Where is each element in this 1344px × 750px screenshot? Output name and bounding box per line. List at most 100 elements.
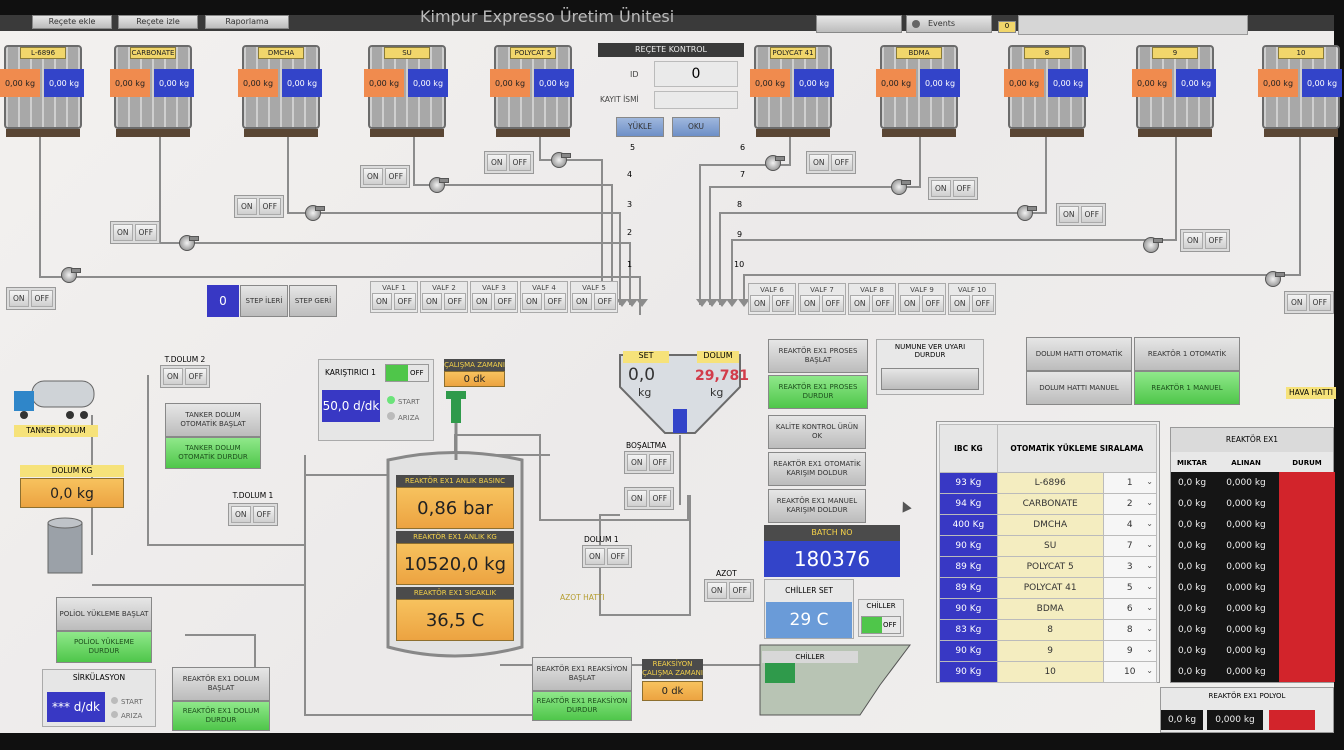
poliol-start-button[interactable]: POLİOL YÜKLEME BAŞLAT (56, 597, 152, 631)
off-button[interactable]: OFF (593, 293, 617, 310)
mixer-on[interactable] (386, 365, 408, 381)
tanker-start-button[interactable]: TANKER DOLUM OTOMATİK BAŞLAT (165, 403, 261, 437)
off-button[interactable]: OFF (648, 490, 672, 507)
order-select[interactable]: 9⌄ (1102, 640, 1158, 662)
pump-6-icon[interactable] (762, 155, 785, 171)
ex1-reaction-start-button[interactable]: REAKTÖR EX1 REAKSİYON BAŞLAT (532, 657, 632, 691)
reactor-auto-button[interactable]: REAKTÖR 1 OTOMATİK (1134, 337, 1240, 371)
order-select[interactable]: 1⌄ (1102, 472, 1158, 494)
off-button[interactable]: OFF (1204, 232, 1228, 249)
events-button[interactable]: Events (906, 15, 992, 33)
off-button[interactable]: OFF (1080, 206, 1104, 223)
on-button[interactable]: ON (899, 295, 920, 312)
pump-2-icon[interactable] (176, 235, 199, 251)
pump-8-icon[interactable] (1014, 205, 1037, 221)
on-button[interactable]: ON (1059, 206, 1079, 223)
proses-start-button[interactable]: REAKTÖR EX1 PROSES BAŞLAT (768, 339, 868, 373)
tanker-stop-button[interactable]: TANKER DOLUM OTOMATİK DURDUR (165, 437, 261, 469)
reactor-manual-button[interactable]: REAKTÖR 1 MANUEL (1134, 371, 1240, 405)
step-back-button[interactable]: STEP GERİ (289, 285, 337, 317)
off-button[interactable]: OFF (728, 582, 752, 599)
recipe-name-field[interactable] (654, 91, 738, 109)
on-button[interactable]: ON (1183, 232, 1203, 249)
pump-1-icon[interactable] (58, 267, 81, 283)
load-button[interactable]: YÜKLE (616, 117, 664, 137)
on-button[interactable]: ON (585, 548, 605, 565)
chiller-on[interactable] (862, 617, 882, 633)
chiller-off[interactable]: OFF (883, 621, 897, 629)
off-button[interactable]: OFF (771, 295, 795, 312)
off-button[interactable]: OFF (952, 180, 976, 197)
off-button[interactable]: OFF (921, 295, 945, 312)
on-button[interactable]: ON (113, 224, 133, 241)
dolum-manual-button[interactable]: DOLUM HATTI MANUEL (1026, 371, 1132, 405)
order-select[interactable]: 6⌄ (1102, 598, 1158, 620)
proses-stop-button[interactable]: REAKTÖR EX1 PROSES DURDUR (768, 375, 868, 409)
on-button[interactable]: ON (9, 290, 29, 307)
off-button[interactable]: OFF (821, 295, 845, 312)
off-button[interactable]: OFF (384, 168, 408, 185)
on-button[interactable]: ON (749, 295, 770, 312)
off-button[interactable]: OFF (543, 293, 567, 310)
auto-mix-fill-button[interactable]: REAKTÖR EX1 OTOMATİK KARIŞIM DOLDUR (768, 452, 866, 486)
tab-recete-izle[interactable]: Reçete izle (118, 15, 198, 29)
poliol-stop-button[interactable]: POLİOL YÜKLEME DURDUR (56, 631, 152, 663)
on-button[interactable]: ON (627, 454, 647, 471)
pump-4-icon[interactable] (426, 177, 449, 193)
step-next-button[interactable]: STEP İLERİ (240, 285, 288, 317)
order-select[interactable]: 3⌄ (1102, 556, 1158, 578)
pump-9-icon[interactable] (1140, 237, 1163, 253)
on-button[interactable]: ON (363, 168, 383, 185)
on-button[interactable]: ON (487, 154, 507, 171)
ex1-dolum-start-button[interactable]: REAKTÖR EX1 DOLUM BAŞLAT (172, 667, 270, 701)
on-button[interactable]: ON (571, 293, 592, 310)
on-button[interactable]: ON (949, 295, 970, 312)
kalite-ok-button[interactable]: KALİTE KONTROL ÜRÜN OK (768, 415, 866, 449)
on-button[interactable]: ON (809, 154, 829, 171)
manual-mix-fill-button[interactable]: REAKTÖR EX1 MANUEL KARIŞIM DOLDUR (768, 489, 866, 523)
ex1-reaction-stop-button[interactable]: REAKTÖR EX1 REAKSİYON DURDUR (532, 691, 632, 721)
mixer-toggle[interactable]: OFF (385, 364, 429, 382)
off-button[interactable]: OFF (30, 290, 54, 307)
pump-5-icon[interactable] (548, 152, 571, 168)
tab-raporlama[interactable]: Raporlama (205, 15, 289, 29)
off-button[interactable]: OFF (184, 368, 208, 385)
tab-recete-ekle[interactable]: Reçete ekle (32, 15, 112, 29)
on-button[interactable]: ON (471, 293, 492, 310)
off-button[interactable]: OFF (648, 454, 672, 471)
recipe-id-field[interactable]: 0 (654, 61, 738, 87)
dolum-auto-button[interactable]: DOLUM HATTI OTOMATİK (1026, 337, 1132, 371)
order-select[interactable]: 4⌄ (1102, 514, 1158, 536)
on-button[interactable]: ON (849, 295, 870, 312)
off-button[interactable]: OFF (393, 293, 417, 310)
off-button[interactable]: OFF (871, 295, 895, 312)
off-button[interactable]: OFF (971, 295, 995, 312)
on-button[interactable]: ON (799, 295, 820, 312)
order-select[interactable]: 10⌄ (1102, 661, 1158, 683)
on-button[interactable]: ON (231, 506, 251, 523)
on-button[interactable]: ON (163, 368, 183, 385)
numune-button[interactable] (881, 368, 979, 390)
